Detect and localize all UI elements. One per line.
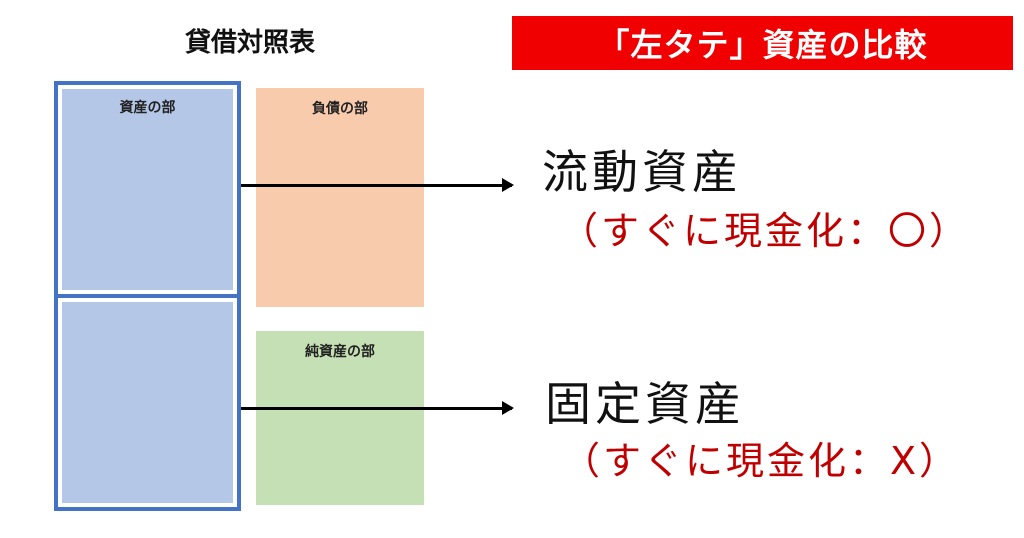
current-assets-box: 資産の部 (54, 81, 241, 298)
fixed-assets-label: 固定資産 (545, 377, 745, 431)
arrow-fixed-assets (241, 401, 514, 415)
current-assets-note: （すぐに現金化：〇） (560, 209, 971, 253)
net-assets-block: 純資産の部 (256, 331, 424, 505)
banner-heading: 「左タテ」資産の比較 (512, 16, 1013, 70)
liabilities-label: 負債の部 (312, 101, 368, 117)
current-assets-label: 流動資産 (542, 145, 742, 199)
assets-section-lower (62, 302, 233, 503)
fixed-assets-box (54, 294, 241, 511)
net-assets-label: 純資産の部 (305, 344, 375, 360)
assets-section: 資産の部 (62, 89, 233, 290)
fixed-assets-note: （すぐに現金化：X） (562, 439, 961, 483)
arrow-current-assets (241, 178, 514, 192)
page-title: 貸借対照表 (184, 28, 315, 58)
assets-label: 資産の部 (119, 100, 176, 116)
liabilities-block: 負債の部 (256, 88, 424, 307)
